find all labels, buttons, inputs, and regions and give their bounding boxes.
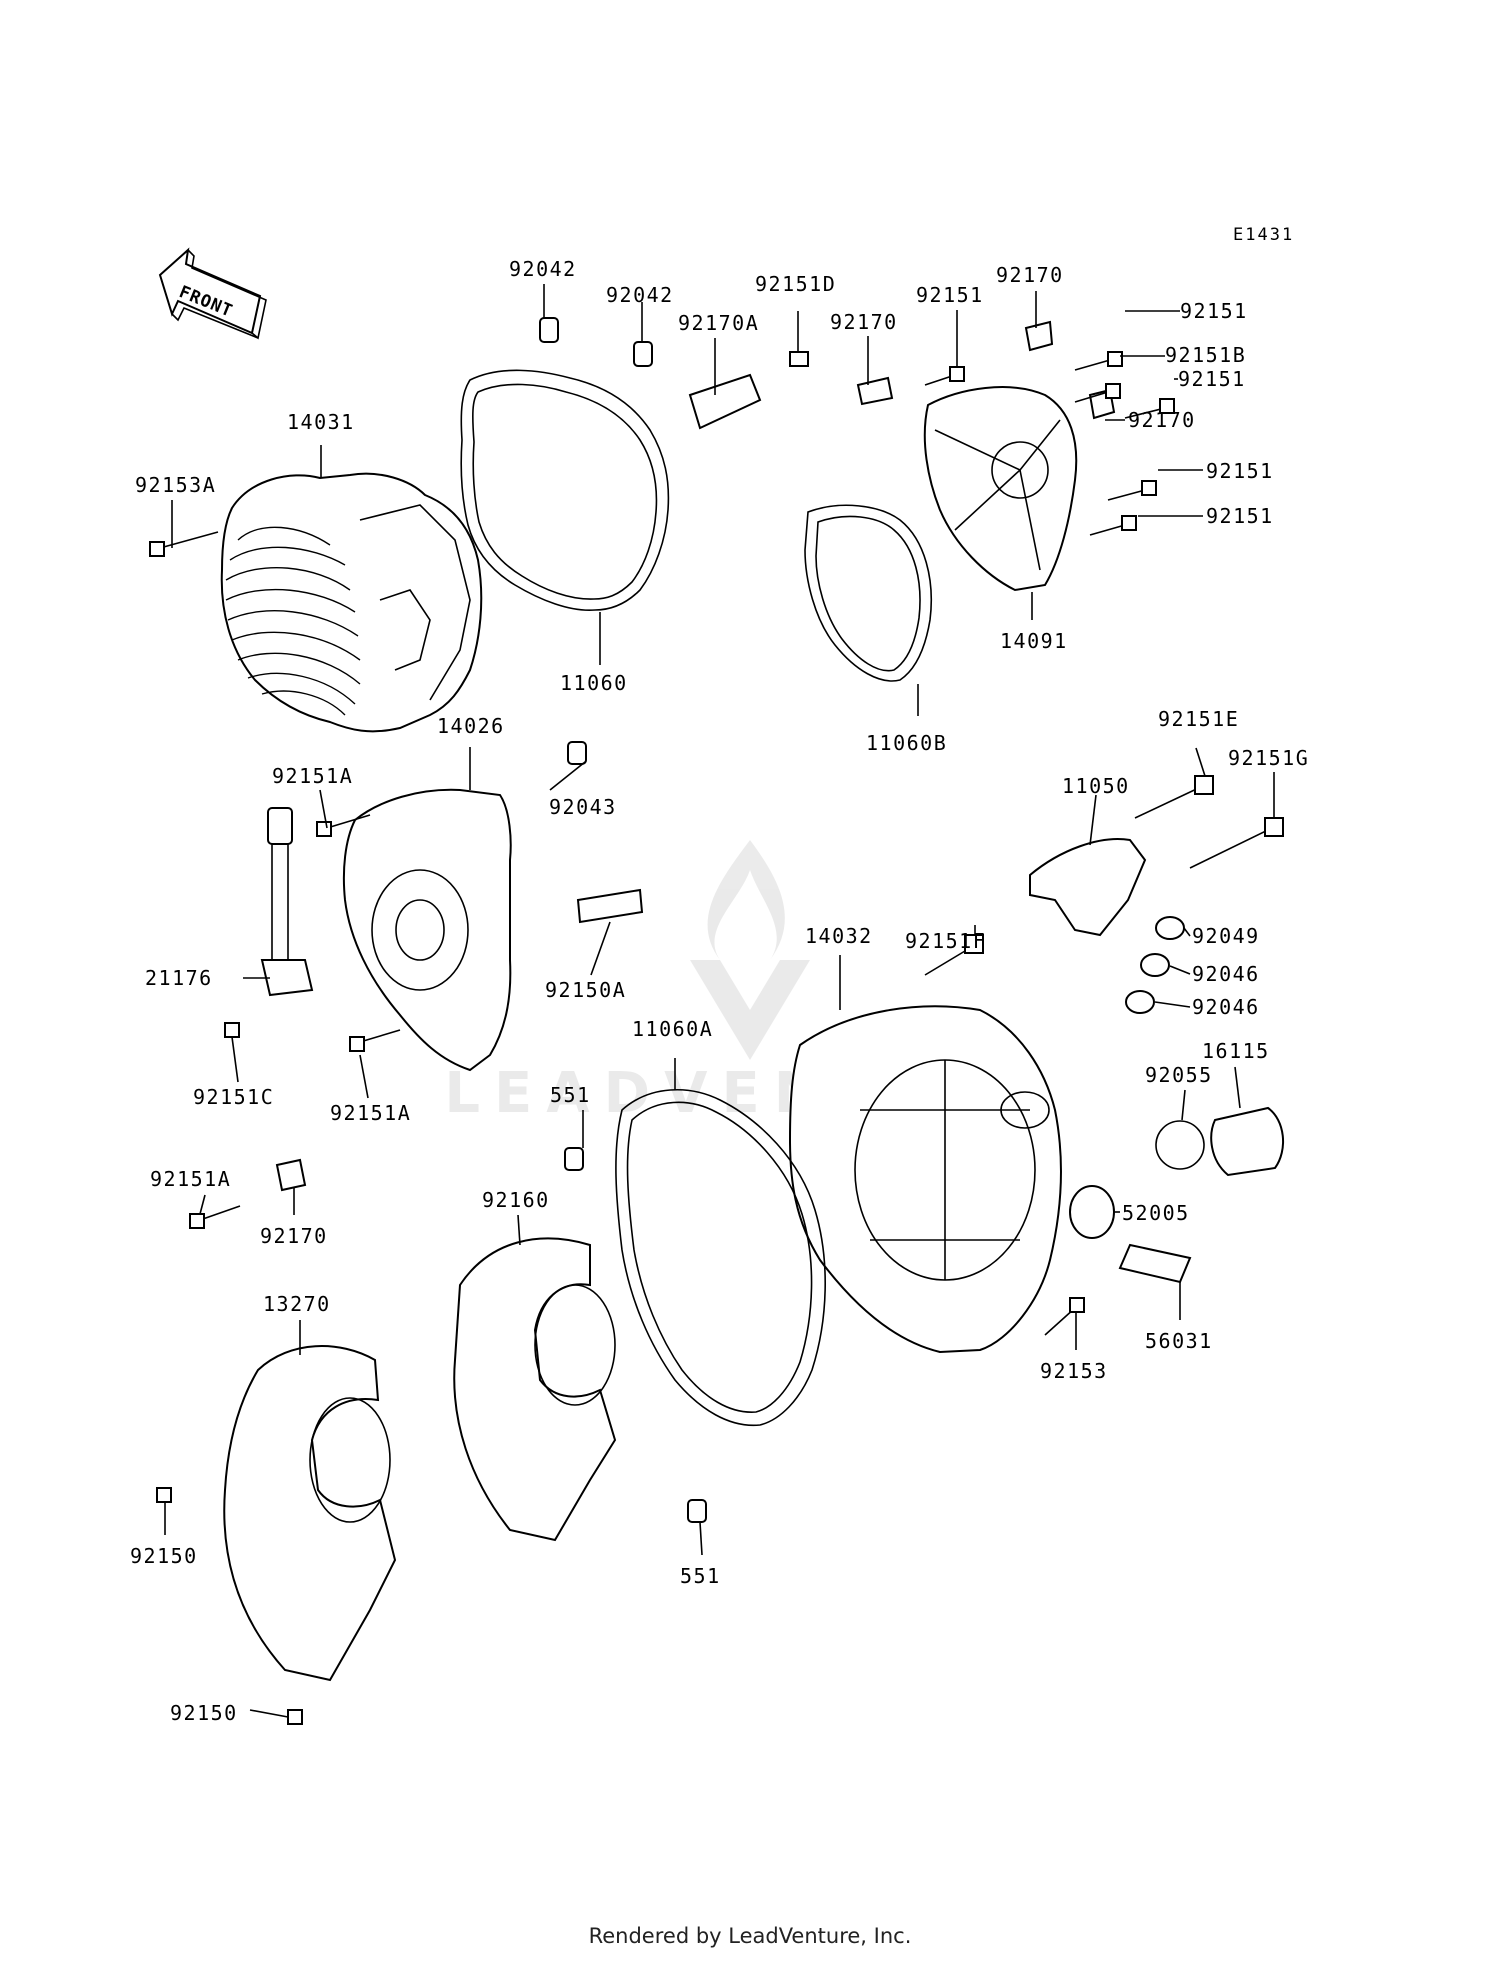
label-92153a: 92153A — [135, 473, 216, 497]
label-16115: 16115 — [1202, 1039, 1270, 1063]
label-52005: 52005 — [1122, 1201, 1190, 1225]
clamp-92170-b — [1024, 320, 1054, 352]
guard-13270 — [223, 1345, 397, 1682]
label-92170-a: 92170 — [830, 310, 898, 334]
clamp-92170-a — [856, 376, 894, 406]
dowel-92042-a — [539, 317, 559, 343]
diagram-code: E1431 — [1233, 225, 1294, 245]
label-14091: 14091 — [1000, 629, 1068, 653]
label-92055: 92055 — [1145, 1063, 1213, 1087]
pin-92150a — [576, 888, 644, 924]
label-92151c: 92151C — [193, 1085, 274, 1109]
o-ring-92055 — [1155, 1120, 1205, 1170]
label-92151-e: 92151 — [1206, 504, 1274, 528]
label-92150a: 92150A — [545, 978, 626, 1002]
label-551-a: 551 — [550, 1083, 591, 1107]
label-92151-c: 92151 — [1178, 367, 1246, 391]
label-92151a-b: 92151A — [330, 1101, 411, 1125]
part-labels: 92042 92042 92151D 92170A 92170 92151 92… — [130, 257, 1309, 1725]
label-92151g: 92151G — [1228, 746, 1309, 770]
long-bolts — [924, 775, 1284, 976]
bushing-92049 — [1155, 916, 1185, 940]
label-92153: 92153 — [1040, 1359, 1108, 1383]
label-92151b: 92151B — [1165, 343, 1246, 367]
label-14031: 14031 — [287, 410, 355, 434]
label-21176: 21176 — [145, 966, 213, 990]
front-arrow-icon: FRONT — [158, 247, 267, 340]
label-11050: 11050 — [1062, 774, 1130, 798]
label-92160: 92160 — [482, 1188, 550, 1212]
label-551-b: 551 — [680, 1564, 721, 1588]
dowel-551-b — [687, 1499, 707, 1523]
label-92043: 92043 — [549, 795, 617, 819]
bushing-92046-a — [1140, 953, 1170, 977]
label-92151d: 92151D — [755, 272, 836, 296]
label-92151a-a: 92151A — [272, 764, 353, 788]
bracket-11050 — [1029, 838, 1147, 937]
label-56031: 56031 — [1145, 1329, 1213, 1353]
label-56031 — [1118, 1243, 1192, 1284]
cover-14026 — [342, 788, 512, 1072]
label-92151f: 92151F — [905, 929, 986, 953]
crankcase-cover-14032 — [788, 1005, 1062, 1354]
dowel-92043 — [567, 741, 587, 765]
label-92170-b: 92170 — [996, 263, 1064, 287]
dowel-92042-b — [633, 341, 653, 367]
bracket-92170a — [688, 373, 762, 430]
label-92151-a: 92151 — [916, 283, 984, 307]
bolt-92151d — [789, 351, 809, 367]
label-92151a-c: 92151A — [150, 1167, 231, 1191]
footer-credit: Rendered by LeadVenture, Inc. — [588, 1924, 912, 1948]
gasket-11060a — [615, 1088, 827, 1427]
label-13270: 13270 — [263, 1292, 331, 1316]
label-14026: 14026 — [437, 714, 505, 738]
label-92170a: 92170A — [678, 311, 759, 335]
label-92042-a: 92042 — [509, 257, 577, 281]
label-92151-d: 92151 — [1206, 459, 1274, 483]
label-92046-b: 92046 — [1192, 995, 1260, 1019]
gasket-11060b — [804, 504, 933, 682]
label-92046-a: 92046 — [1192, 962, 1260, 986]
dowel-551-a — [564, 1147, 584, 1171]
label-92049: 92049 — [1192, 924, 1260, 948]
label-11060b: 11060B — [866, 731, 947, 755]
label-92151e: 92151E — [1158, 707, 1239, 731]
window-52005 — [1069, 1185, 1115, 1239]
label-14032: 14032 — [805, 924, 873, 948]
guard-92160 — [453, 1237, 617, 1542]
label-92170-d: 92170 — [260, 1224, 328, 1248]
label-92170-c: 92170 — [1128, 408, 1196, 432]
label-92151-b: 92151 — [1180, 299, 1248, 323]
cap-16115 — [1210, 1106, 1285, 1177]
label-11060a: 11060A — [632, 1017, 713, 1041]
leader-lines — [164, 284, 1275, 1718]
sensor-21176 — [260, 807, 314, 997]
cover-14091 — [923, 386, 1078, 592]
generator-cover-14031 — [220, 472, 483, 733]
label-92150-b: 92150 — [170, 1701, 238, 1725]
label-11060: 11060 — [560, 671, 628, 695]
gasket-11060 — [460, 369, 670, 611]
label-92150-a: 92150 — [130, 1544, 198, 1568]
label-92042-b: 92042 — [606, 283, 674, 307]
bushing-92046-b — [1125, 990, 1155, 1014]
